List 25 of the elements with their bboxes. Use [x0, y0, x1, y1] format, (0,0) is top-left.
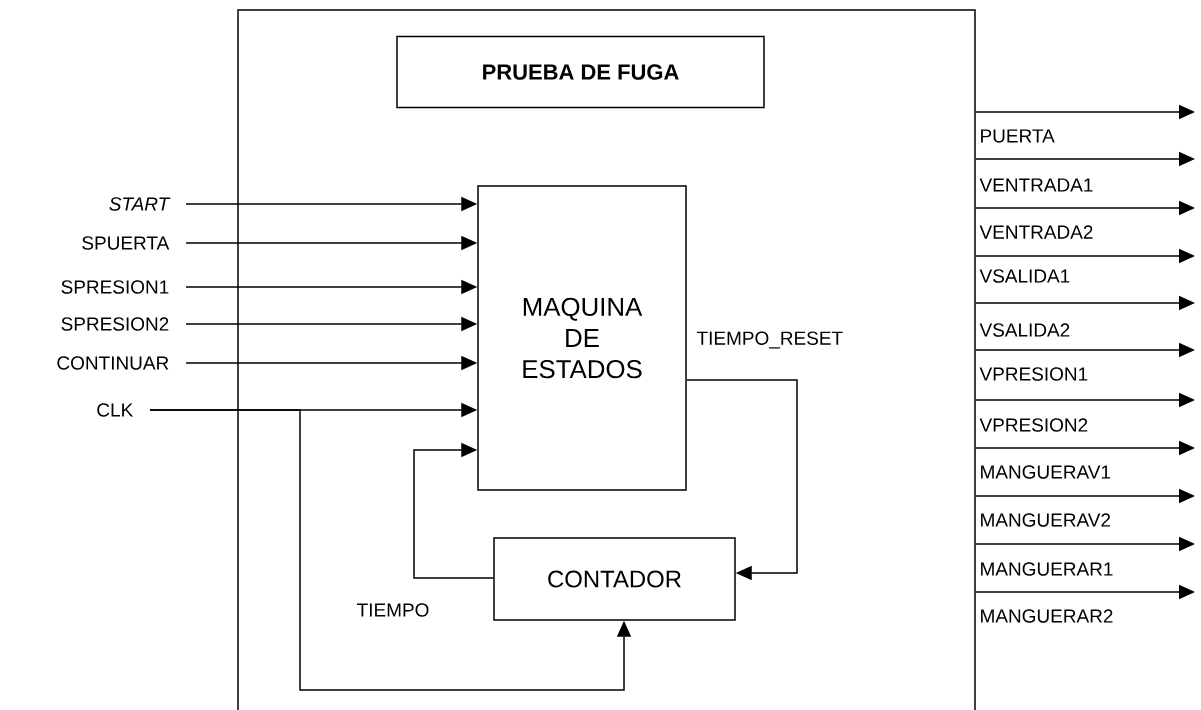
- arrow: [413, 442, 494, 579]
- signal-label: MANGUERAV1: [981, 465, 1111, 479]
- signal-label: VPRESION2: [979, 418, 1088, 432]
- signal-label: VENTRADA2: [979, 225, 1093, 239]
- signal-label: VSALIDA1: [979, 269, 1070, 283]
- signal-label: PUERTA: [981, 129, 1055, 143]
- arrow: [686, 379, 798, 581]
- edge-label: TIEMPO: [354, 601, 432, 619]
- signal-label: CONTINUAR: [57, 356, 169, 370]
- signal-label: MANGUERAV2: [981, 513, 1111, 527]
- edge-label: TIEMPO_RESET: [694, 329, 845, 351]
- title-box: PRUEBA DE FUGA: [396, 35, 765, 109]
- signal-label: SPRESION2: [61, 317, 169, 331]
- signal-label: MANGUERAR1: [981, 562, 1113, 576]
- process-box: MAQUINA DE ESTADOS: [477, 185, 687, 491]
- signal-label: VSALIDA2: [979, 323, 1070, 337]
- signal-label: SPUERTA: [82, 236, 170, 250]
- signal-label: MANGUERAR2: [981, 609, 1113, 623]
- signal-label: START: [109, 197, 171, 211]
- signal-label: VPRESION1: [979, 367, 1088, 381]
- signal-label: VENTRADA1: [979, 178, 1093, 192]
- signal-label: SPRESION1: [61, 280, 169, 294]
- signal-label: CLK: [97, 403, 134, 417]
- process-box: CONTADOR: [493, 537, 736, 621]
- block-frame: [237, 9, 976, 710]
